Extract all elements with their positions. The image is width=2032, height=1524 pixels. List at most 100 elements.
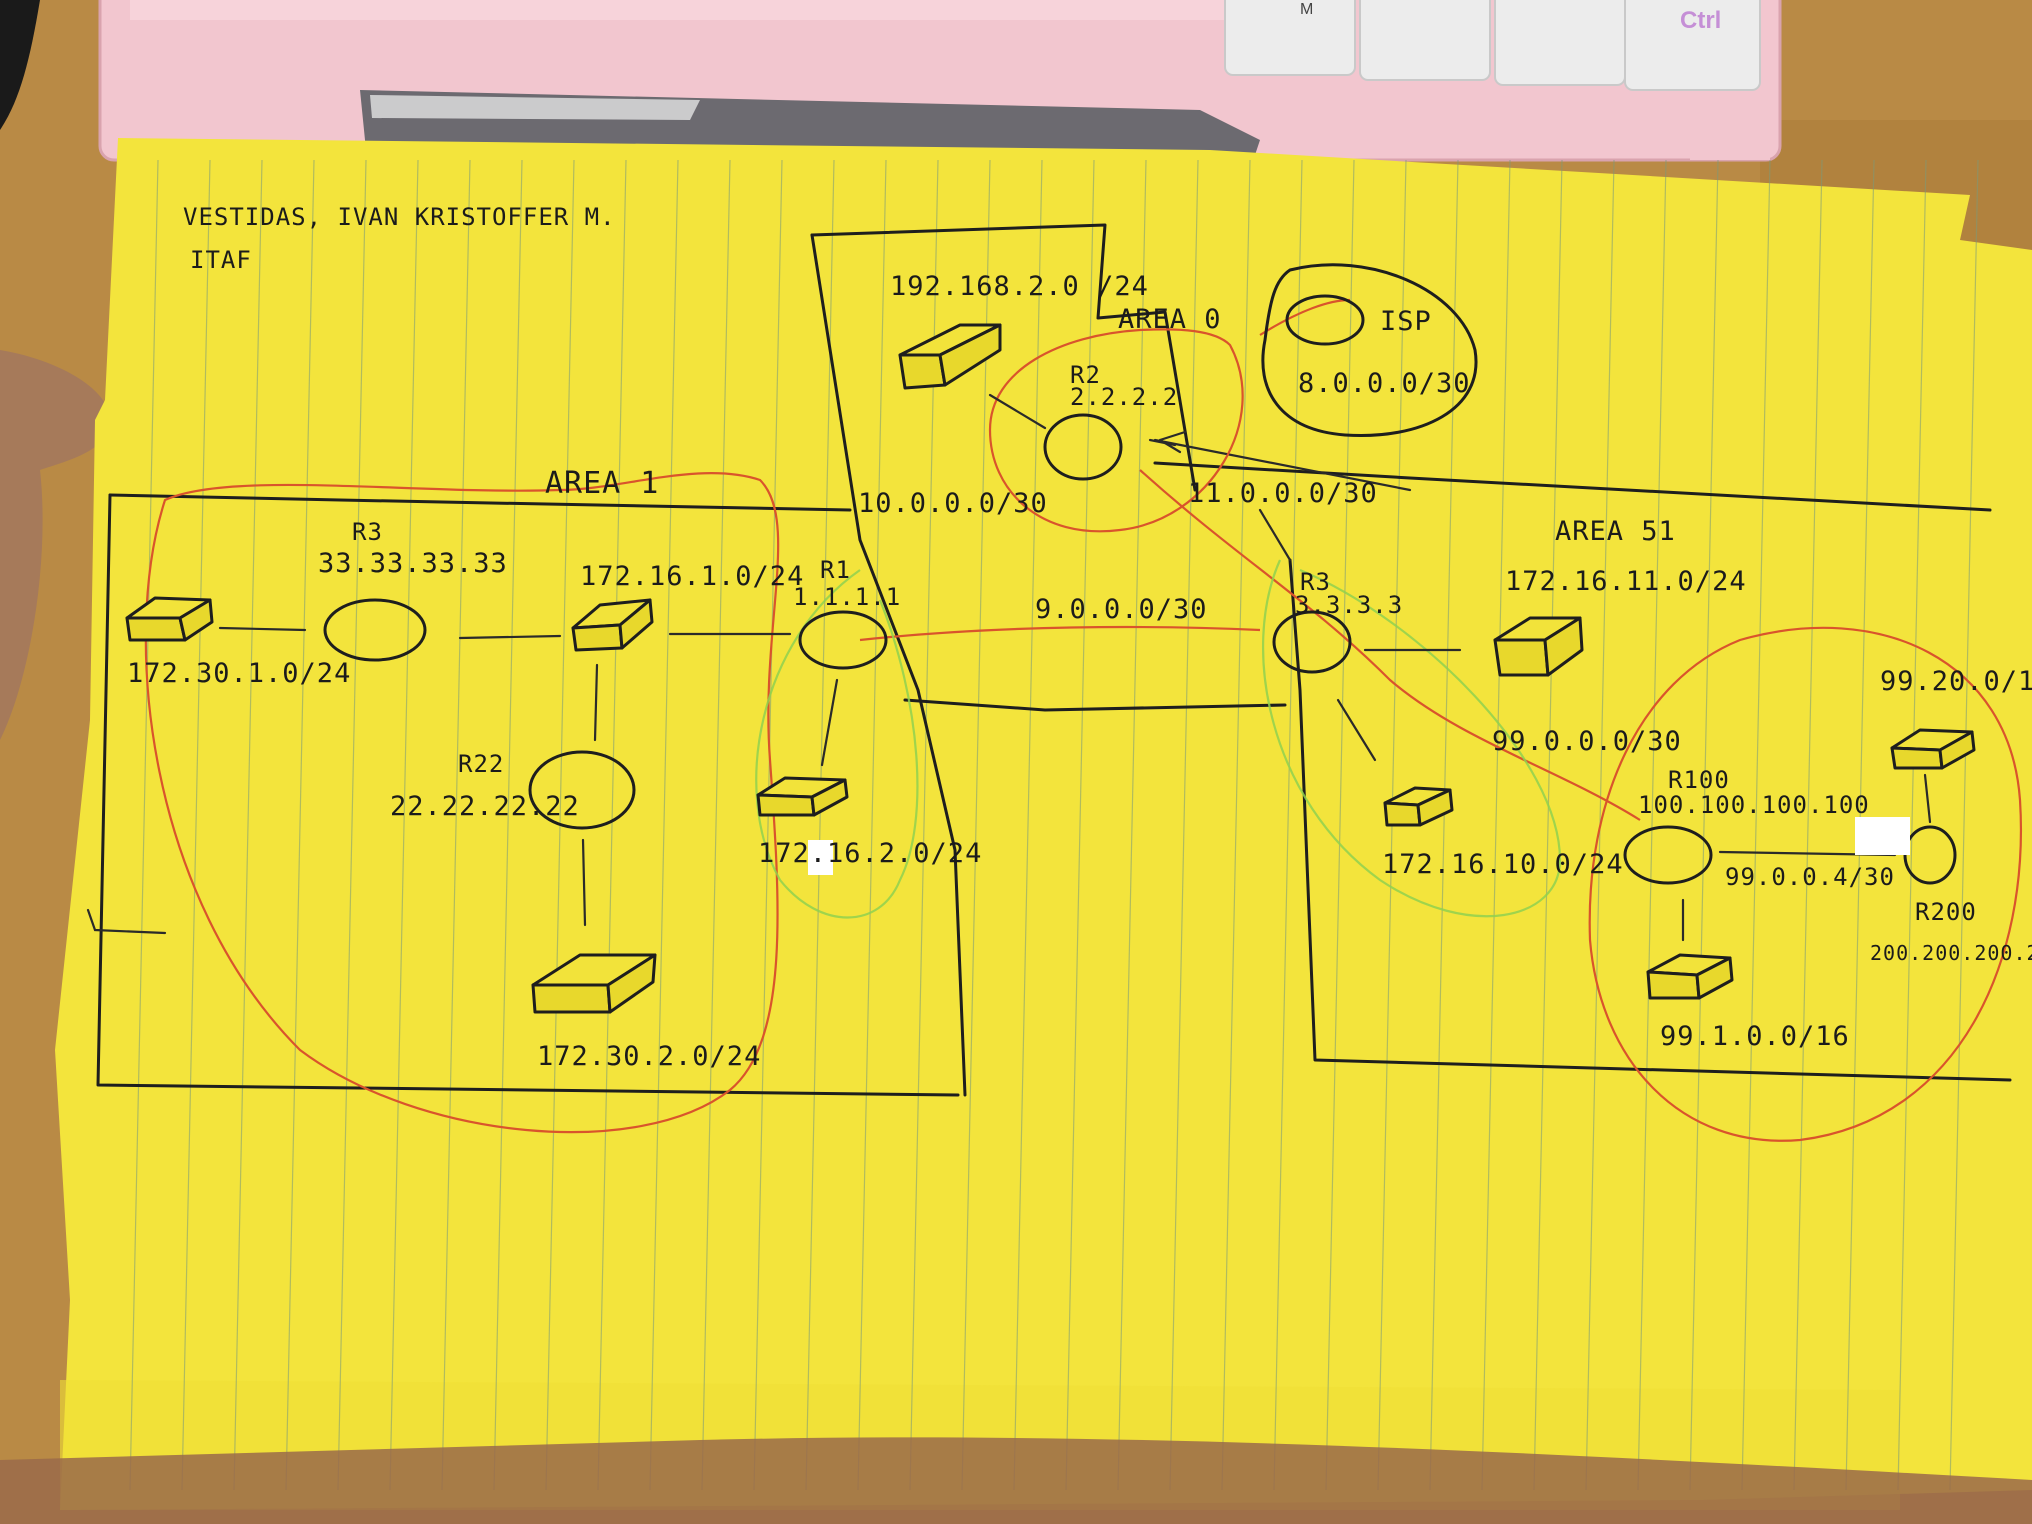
ruled-line	[1221, 159, 1251, 1491]
ruled-line	[1637, 159, 1667, 1491]
ruled-line	[597, 159, 627, 1491]
isp-cloud	[1261, 263, 1478, 438]
whiteout-mark-small	[808, 840, 833, 875]
ruled-line	[857, 159, 887, 1491]
ruled-line	[1949, 159, 1979, 1491]
ruled-line	[1273, 159, 1303, 1491]
r200-id: 200.200.200.200	[1870, 941, 2032, 965]
net-99-1-label: 99.1.0.0/16	[1660, 1021, 1850, 1052]
switch-99-1	[1646, 953, 1734, 1000]
net-172-30-1-label: 172.30.1.0/24	[127, 658, 351, 689]
r2-red-outline	[988, 328, 1244, 533]
r3-green-outline	[1262, 559, 1562, 918]
keycap-m-label: M	[1300, 1, 1313, 18]
net-9-label: 9.0.0.0/30	[1035, 594, 1208, 625]
ruled-line	[1429, 159, 1459, 1491]
area0-area51-divider	[903, 698, 1287, 712]
r1-green-outline	[755, 569, 919, 919]
r3-area1-id: 33.33.33.33	[318, 548, 508, 579]
switch-172-30-1	[125, 596, 214, 642]
router-r22	[528, 750, 636, 830]
ruled-line	[1169, 159, 1199, 1491]
r1-name: R1	[820, 556, 851, 584]
keycap-m	[1224, 0, 1356, 76]
ruled-line	[753, 159, 783, 1491]
router-r2	[1043, 413, 1123, 481]
ruled-line	[1117, 159, 1147, 1491]
switch-99-20	[1890, 728, 1976, 770]
ruled-line	[1897, 159, 1927, 1491]
switch-172-16-2	[756, 776, 849, 817]
ruled-line	[285, 159, 315, 1491]
keycap-ctrl-label: Ctrl	[1680, 7, 1721, 34]
switch-172-16-10	[1383, 786, 1454, 827]
r3-area51-name: R3	[1300, 568, 1331, 596]
keycap-comma	[1359, 0, 1491, 81]
r100-name: R100	[1668, 766, 1730, 794]
area1-boundary-bottom	[96, 493, 960, 1097]
keycap-ctrl	[1624, 0, 1761, 91]
ruled-line	[1793, 159, 1823, 1491]
r1-id: 1.1.1.1	[793, 583, 901, 611]
hand	[0, 350, 110, 740]
area51-label: AREA 51	[1555, 516, 1676, 547]
keycap-fn	[1494, 0, 1626, 86]
ruled-line	[961, 159, 991, 1491]
area0-boundary-left	[810, 233, 967, 1097]
area1-boundary-top	[108, 493, 852, 512]
net-11-label: 11.0.0.0/30	[1188, 478, 1378, 509]
router-r100	[1623, 825, 1713, 885]
ruled-line	[1533, 159, 1563, 1491]
r200-name: R200	[1915, 898, 1977, 926]
area0-boundary-top	[810, 223, 1197, 492]
area51-boundary-top	[1153, 461, 1992, 512]
router-r1	[798, 610, 888, 670]
net-99-20-label: 99.20.0/16	[1880, 666, 2032, 697]
area0-label: AREA 0	[1118, 304, 1222, 335]
ruled-line	[441, 159, 471, 1491]
net-192-168-2-label: 192.168.2.0 /24	[890, 271, 1149, 302]
r3-area1-name: R3	[352, 518, 383, 546]
net-172-16-10-label: 172.16.10.0/24	[1382, 849, 1624, 880]
ruled-line	[649, 159, 679, 1491]
area1-label: AREA 1	[545, 466, 659, 501]
switch-172-16-11	[1493, 616, 1584, 677]
area1-red-outline	[144, 472, 780, 1134]
net-172-16-11-label: 172.16.11.0/24	[1505, 566, 1747, 597]
ruled-line	[181, 159, 211, 1491]
r22-id: 22.22.22.22	[390, 791, 580, 822]
switch-172-30-2	[531, 953, 657, 1014]
isp-net-label: 8.0.0.0/30	[1298, 368, 1471, 399]
ruled-line	[493, 159, 523, 1491]
ruled-line	[1065, 159, 1095, 1491]
net-10-label: 10.0.0.0/30	[858, 488, 1048, 519]
r3-area51-id: 3.3.3.3	[1295, 591, 1403, 619]
net-99-0-label: 99.0.0.0/30	[1492, 726, 1682, 757]
student-name: VESTIDAS, IVAN KRISTOFFER M.	[183, 203, 616, 231]
ruled-line	[129, 159, 159, 1491]
isp-label: ISP	[1380, 306, 1432, 337]
ruled-line	[701, 159, 731, 1491]
section-label: ITAF	[190, 246, 252, 274]
ruled-line	[1325, 159, 1355, 1491]
router-r3-area1	[323, 598, 427, 662]
area51-boundary-left	[1288, 558, 2012, 1082]
r2-name: R2	[1070, 361, 1101, 389]
ruled-line	[1689, 159, 1719, 1491]
net-172-16-2-label: 172.16.2.0/24	[758, 838, 982, 869]
router-r3-area51	[1272, 610, 1352, 674]
r100-r200-red-outline	[1588, 626, 2022, 1142]
ruled-line	[1481, 159, 1511, 1491]
isp-router-icon	[1285, 294, 1365, 346]
whiteout-mark	[1855, 817, 1910, 855]
net-99-0-0-4-label: 99.0.0.4/30	[1725, 863, 1895, 891]
net-172-30-2-label: 172.30.2.0/24	[537, 1041, 761, 1072]
ruled-line	[805, 159, 835, 1491]
net-172-16-1-label: 172.16.1.0/24	[580, 561, 804, 592]
ruled-line	[389, 159, 419, 1491]
ruled-line	[233, 159, 263, 1491]
r22-name: R22	[458, 750, 504, 778]
switch-192-168-2	[898, 323, 1002, 390]
ruled-line	[337, 159, 367, 1491]
r2-id: 2.2.2.2	[1070, 383, 1178, 411]
